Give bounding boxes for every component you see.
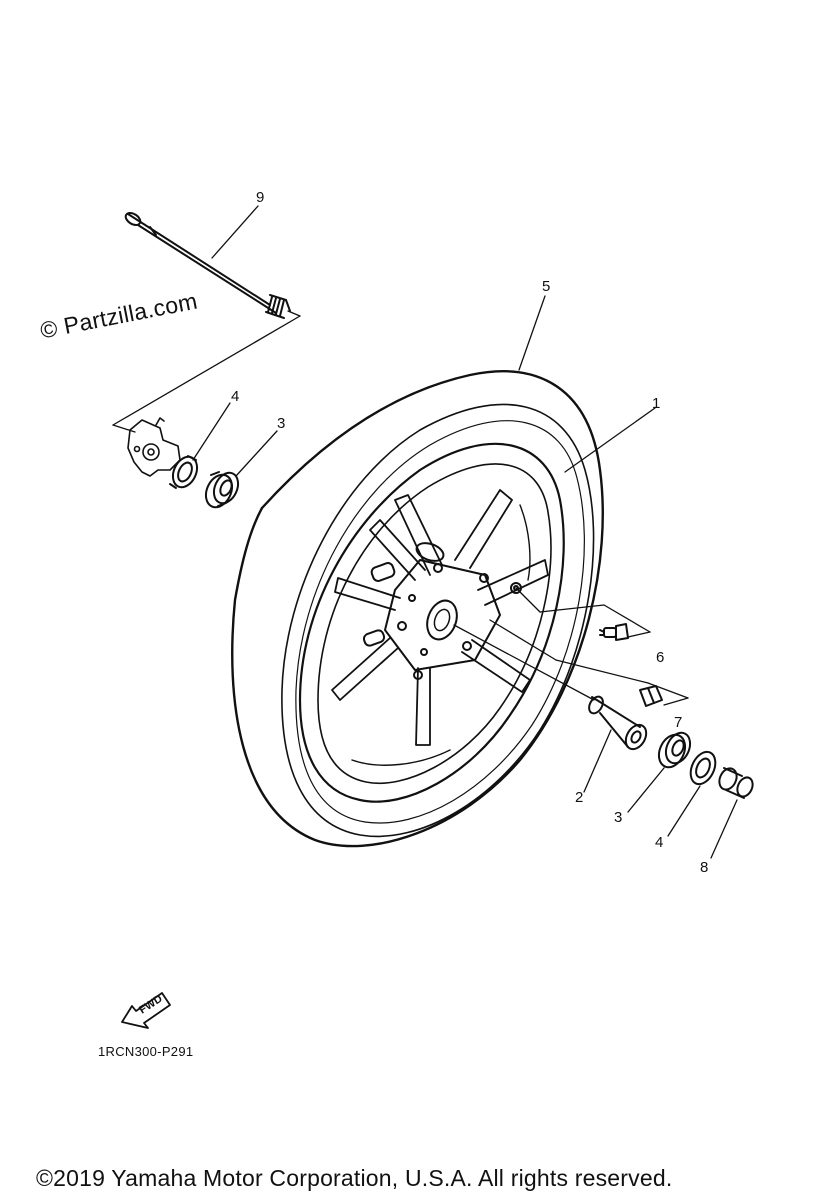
fwd-label: FWD (137, 993, 165, 1017)
tire-part-5 (231, 370, 604, 848)
oil-seal-right (689, 750, 717, 786)
spacer-part-2 (588, 695, 648, 751)
callout-6: 6 (656, 649, 665, 666)
bearing-right (657, 731, 692, 769)
callout-4-left: 4 (231, 388, 240, 405)
collar-part-8 (718, 767, 754, 799)
copyright-notice: ©2019 Yamaha Motor Corporation, U.S.A. A… (36, 1165, 673, 1191)
callout-7: 7 (674, 714, 683, 731)
callout-4-right: 4 (655, 834, 664, 851)
axle-leader-lines (112, 205, 301, 433)
callout-5: 5 (542, 278, 551, 295)
callout-1: 1 (652, 395, 661, 412)
callout-2: 2 (575, 789, 584, 806)
bearing-left (204, 471, 240, 509)
diagram-code: 1RCN300-P291 (98, 1044, 194, 1059)
left-collar-bracket (127, 417, 181, 477)
callout-3-left: 3 (277, 415, 286, 432)
callout-9: 9 (256, 189, 265, 206)
fwd-arrow-icon: FWD (121, 992, 171, 1029)
valve-part-6 (599, 623, 629, 641)
balance-weight-part-7 (639, 685, 663, 707)
callout-3-right: 3 (614, 809, 623, 826)
oil-seal-left (169, 455, 199, 489)
callout-8: 8 (700, 859, 709, 876)
axle-part-9 (124, 212, 291, 319)
wheel-rim-part-1 (298, 442, 565, 803)
hub-leader-lines (453, 587, 689, 706)
